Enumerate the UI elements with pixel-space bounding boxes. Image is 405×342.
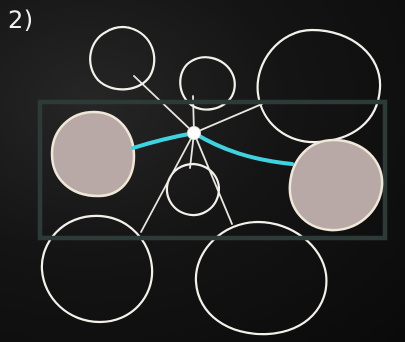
spoke-top-left: [133, 75, 195, 134]
outline-cell-center: [165, 162, 220, 217]
outline-cell-top-right: [256, 28, 382, 144]
spoke-bottom-right: [193, 132, 233, 225]
outline-cells: [40, 25, 382, 336]
outline-cell-bottom-right: [194, 220, 328, 336]
spoke-top-right: [193, 103, 263, 134]
filled-cell-right: [288, 138, 384, 232]
filled-cell-left: [50, 110, 136, 198]
connection-to-left-cell: [131, 131, 196, 150]
highlight-box: [37, 99, 388, 241]
connection-to-right-cell: [192, 131, 294, 166]
panel-label: 2): [8, 6, 34, 34]
hub-node: [187, 126, 201, 140]
highlighted-connections: [131, 131, 294, 166]
outline-cell-top-left: [89, 25, 156, 91]
outline-cell-bottom-left: [40, 214, 154, 324]
filled-cells: [50, 110, 384, 232]
